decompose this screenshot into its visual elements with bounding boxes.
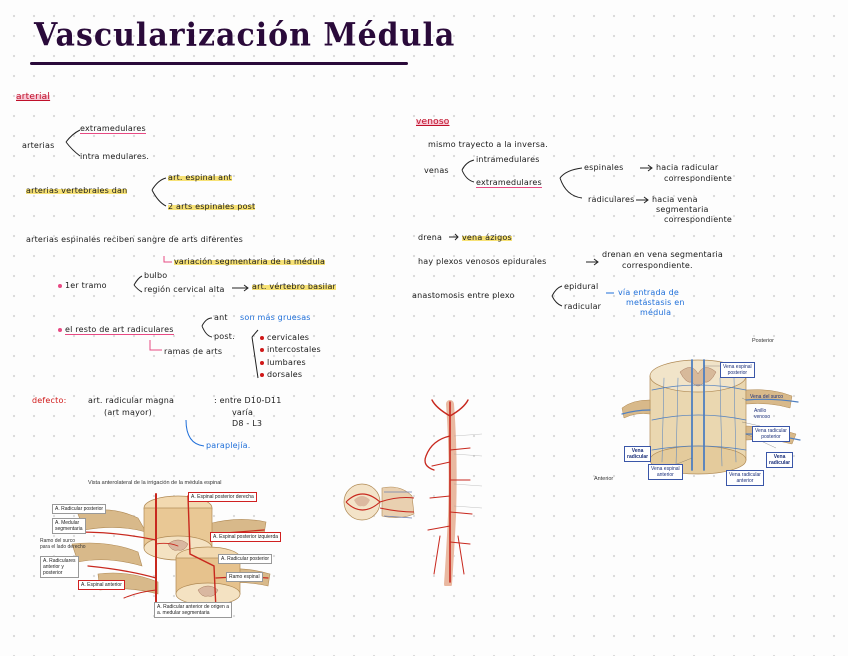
ramas-de-arts: ramas de arts — [164, 347, 223, 356]
via-1: vía entrada de — [618, 288, 680, 297]
spinal-arterial-figure: Vista anterolateral de la irrigación de … — [38, 474, 288, 622]
extramedulares-text: extramedulares — [476, 178, 542, 188]
rama-item: cervicales — [260, 333, 309, 342]
drena-text: drena — [418, 233, 443, 242]
post-text: post. — [214, 332, 235, 341]
radiculares-text: radiculares — [588, 195, 635, 204]
drenan-2: correspondiente. — [622, 261, 693, 270]
ant-note: son más gruesas — [240, 313, 311, 322]
correspondiente-2: correspondiente — [664, 215, 733, 224]
label-a-espinal-anterior: A. Espinal anterior — [78, 580, 125, 590]
label-a-radicular-posterior: A. Radicular posterior — [52, 504, 107, 514]
rama-item: lumbares — [260, 358, 306, 367]
bullet-icon — [260, 360, 264, 365]
defecto-text: art. radicular magna — [88, 396, 175, 405]
ant-text: ant — [214, 313, 228, 322]
rama-item: dorsales — [260, 370, 302, 379]
plexos-text: hay plexos venosos epidurales — [418, 257, 547, 266]
espinales-text: espinales — [584, 163, 624, 172]
bullet-icon — [260, 335, 264, 340]
arterial-heading: arterial — [16, 92, 51, 102]
correspondiente-1: correspondiente — [664, 174, 733, 183]
label-vena-surco: Vena del surco — [750, 394, 784, 400]
arts-espinales-post: 2 arts espinales post — [168, 202, 256, 211]
tramo-1-text: 1er tramo — [58, 281, 107, 290]
bullet-icon — [260, 347, 264, 352]
spinal-full-arterial-figure — [336, 396, 516, 588]
bullet-icon — [260, 372, 264, 377]
mismo-trayecto: mismo trayecto a la inversa. — [428, 140, 548, 149]
art-espinal-ant: art. espinal ant — [168, 173, 232, 182]
defecto-rango-1: varía — [232, 408, 254, 417]
title-underline — [30, 62, 408, 65]
drenan-1: drenan en vena segmentaria — [602, 250, 724, 259]
venoso-heading: venoso — [416, 117, 450, 127]
label-anterior: Anterior — [594, 476, 614, 482]
label-ramo-espinal: Ramo espinal — [226, 572, 263, 582]
figure-caption: Vista anterolateral de la irrigación de … — [88, 480, 222, 486]
paraplejia-text: paraplejía. — [206, 441, 251, 450]
defecto-label: defecto: — [32, 396, 67, 405]
segmentaria-text: segmentaria — [656, 205, 709, 214]
hacia-radicular: hacia radicular — [656, 163, 719, 172]
arterias-label: arterias — [22, 141, 55, 150]
bullet-icon — [58, 327, 62, 332]
via-2: metástasis en — [626, 298, 685, 307]
espinales-reciben-text: arterias espinales reciben sangre de art… — [26, 235, 244, 244]
venas-label: venas — [424, 166, 449, 175]
hacia-vena: hacia vena — [652, 195, 698, 204]
vena-azigos: vena ázigos — [462, 233, 512, 242]
defecto-paren: (art mayor) — [104, 408, 152, 417]
resto-text: el resto de art radiculares — [58, 325, 174, 335]
epidural-text: epidural — [564, 282, 599, 291]
vertebrales-text: arterias vertebrales dan — [26, 186, 128, 195]
art-vertebro-basilar: art. vértebro basilar — [252, 282, 337, 291]
intramedular-text: intra medulares. — [80, 152, 150, 161]
label-posterior: Posterior — [752, 338, 775, 344]
page-title: Vascularización Médula — [34, 17, 456, 54]
region-cervical-text: región cervical alta — [144, 285, 225, 294]
label-a-espinal-post-izq: A. Espinal posterior izquierda — [210, 532, 282, 542]
rama-item: intercostales — [260, 345, 321, 354]
bulbo-text: bulbo — [144, 271, 168, 280]
defecto-entre: : entre D10-D11 — [214, 396, 282, 405]
radicular-text: radicular — [564, 302, 602, 311]
variacion-text: variación segmentaria de la médula — [174, 257, 326, 266]
full-spine-illustration — [343, 399, 483, 588]
defecto-rango-2: D8 - L3 — [232, 419, 263, 428]
label-a-radicular-posterior-r: A. Radicular posterior — [218, 554, 273, 564]
intramedulares-text: intramedulares — [476, 155, 540, 164]
extramedular-text: extramedulares — [80, 124, 146, 134]
anastomosis-text: anastomosis entre plexo — [412, 291, 515, 300]
label-a-espinal-post-der: A. Espinal posterior derecha — [188, 492, 257, 502]
bullet-icon — [58, 283, 62, 288]
via-3: médula — [640, 308, 672, 317]
